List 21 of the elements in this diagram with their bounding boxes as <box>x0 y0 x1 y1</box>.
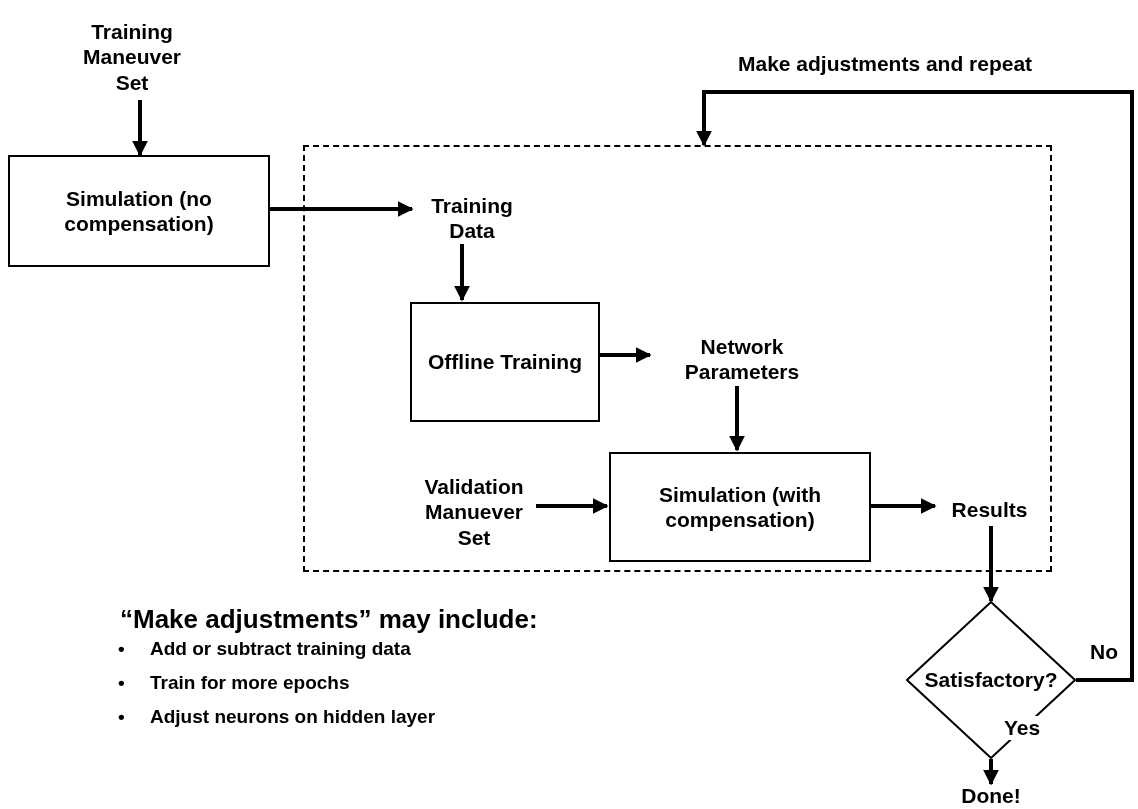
process-box: Simulation (no compensation) <box>8 155 270 267</box>
arrow <box>598 347 652 363</box>
edge-label: Yes <box>1004 716 1041 740</box>
node-label: Network Parameters <box>652 330 832 388</box>
arrow <box>696 90 1134 682</box>
arrow <box>536 498 609 514</box>
arrow <box>132 100 148 157</box>
node-label: Validation Manuever Set <box>410 472 538 552</box>
arrow <box>454 244 470 302</box>
node-label: Done! <box>951 784 1031 808</box>
node-label: Results <box>937 492 1042 528</box>
arrow <box>270 201 414 217</box>
arrow <box>983 526 999 603</box>
process-box: Offline Training <box>410 302 600 422</box>
arrow <box>729 386 745 452</box>
node-label: Training Maneuver Set <box>70 14 194 100</box>
process-box: Simulation (with compensation) <box>609 452 871 562</box>
dashed-frame <box>303 145 1052 572</box>
arrow <box>869 498 937 514</box>
node-label: Training Data <box>414 190 530 246</box>
arrow <box>983 759 999 786</box>
